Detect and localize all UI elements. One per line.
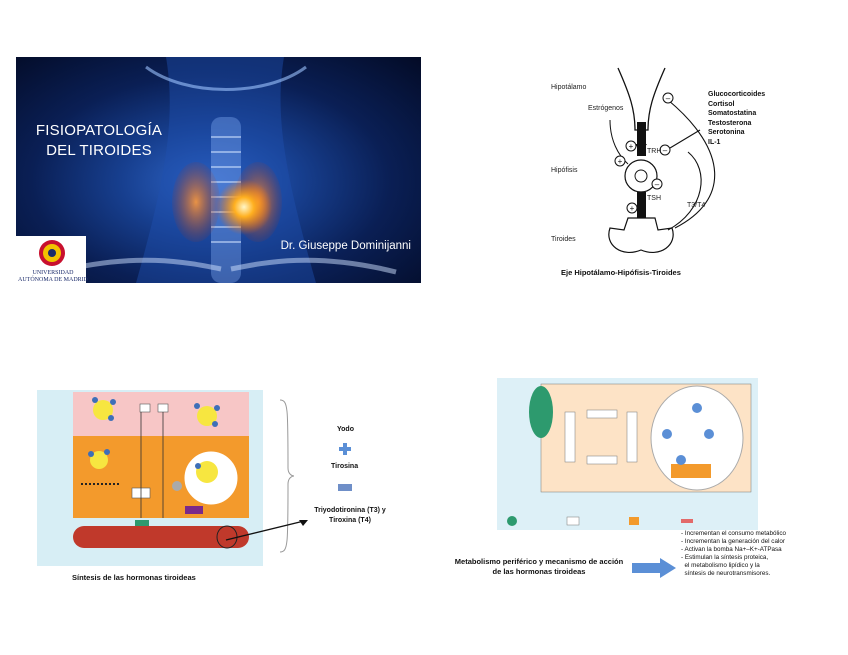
inhibitor-item: IL-1	[708, 138, 721, 146]
synthesis-diagram	[37, 390, 263, 566]
hormone-pointer-arrow	[225, 520, 308, 541]
metabolism-caption: Metabolismo periférico y mecanismo de ac…	[454, 557, 624, 576]
metabolism-figure	[507, 383, 752, 526]
svg-text:–: –	[666, 94, 671, 103]
thyroid-label: Tiroides	[551, 236, 576, 243]
iodine-cross-icon	[339, 443, 351, 455]
estrogens-label: Estrógenos	[588, 105, 624, 112]
university-crest-icon	[39, 240, 65, 266]
logo-text: UNIVERSIDAD AUTÓNOMA DE MADRID	[18, 270, 88, 283]
slide-author: Dr. Giuseppe Dominijanni	[280, 240, 411, 252]
effects-list: - Incrementan el consumo metabólico - In…	[681, 530, 786, 577]
iodine-label: Yodo	[337, 426, 354, 433]
svg-text:–: –	[663, 146, 668, 155]
tyrosine-label: Tirosina	[331, 463, 359, 470]
tyrosine-bar-icon	[338, 484, 352, 491]
slide-title: FISIOPATOLOGÍA DEL TIROIDES	[35, 122, 163, 159]
hormones-label: Triyodotironina (T3) y Tiroxina (T4)	[314, 507, 386, 524]
inhibitor-item: Cortisol	[708, 100, 735, 108]
svg-text:+: +	[630, 204, 635, 213]
bracket	[279, 399, 295, 553]
inhibitor-list: Glucocorticoides Cortisol Somatostatina …	[708, 90, 765, 147]
hpt-axis-diagram: + + – – + –	[608, 67, 716, 253]
metabolism-diagram	[497, 378, 758, 530]
university-logo	[16, 236, 86, 284]
axis-caption: Eje Hipotálamo-Hipófisis-Tiroides	[561, 268, 681, 277]
t3t4-label: T3/T4	[687, 202, 706, 209]
neck-xray-illustration	[55, 57, 397, 283]
inhibitor-item: Glucocorticoides	[708, 91, 766, 98]
synthesis-caption: Síntesis de las hormonas tiroideas	[72, 573, 196, 582]
inhibitor-item: Somatostatina	[708, 110, 757, 117]
pituitary-label: Hipófisis	[551, 167, 578, 174]
inhibitor-item: Serotonina	[708, 129, 745, 136]
hypothalamus-label: Hipotálamo	[551, 84, 587, 91]
tsh-label: TSH	[647, 195, 661, 202]
svg-text:–: –	[655, 180, 660, 189]
svg-text:+: +	[618, 157, 623, 166]
trh-label: TRH	[647, 148, 662, 155]
inhibitor-item: Testosterona	[708, 119, 752, 127]
svg-text:+: +	[629, 142, 634, 151]
right-arrow-icon	[632, 558, 676, 578]
